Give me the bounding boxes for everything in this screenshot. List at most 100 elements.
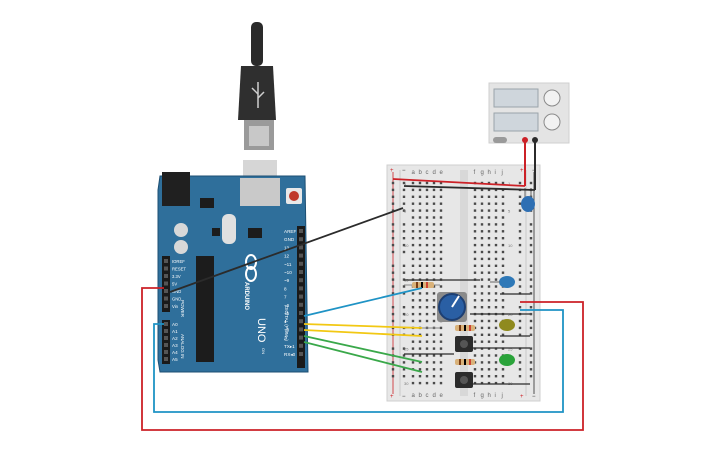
pushbutton-2[interactable] [455, 372, 473, 388]
wire-analog-blue[interactable] [153, 309, 564, 413]
wire-pin-green-1[interactable] [303, 335, 423, 363]
analog-pin[interactable] [164, 343, 168, 347]
digital-pin[interactable] [299, 278, 303, 283]
rail-plus-top: + [390, 168, 394, 174]
power-pin[interactable] [164, 289, 168, 293]
digital-pin-label: ~6 [284, 303, 290, 308]
atmega-chip [196, 256, 214, 362]
digital-pin-label: 13 [284, 245, 290, 250]
digital-pin[interactable] [299, 302, 303, 307]
usb-port [240, 178, 280, 206]
power-pin[interactable] [164, 281, 168, 286]
row-number: 1 [404, 181, 407, 186]
column-letter: a [412, 393, 416, 399]
rail-plus-top-right: + [520, 168, 524, 174]
digital-pin[interactable] [299, 319, 303, 324]
digital-pin[interactable] [299, 352, 303, 356]
resistor-3[interactable] [455, 359, 475, 365]
led-yellow[interactable] [499, 319, 515, 331]
arduino-model: UNO [255, 318, 267, 343]
usb-cable [238, 22, 277, 186]
digital-pin[interactable] [299, 294, 303, 299]
wire-pin-blue[interactable] [303, 287, 423, 317]
row-number: 10 [404, 243, 409, 248]
row-number: 5 [404, 209, 407, 214]
digital-pin-label: ~5 [284, 311, 290, 316]
wire-rail-black-top[interactable] [403, 185, 536, 191]
column-letter: i [495, 170, 496, 176]
analog-pin[interactable] [164, 329, 168, 333]
rail-minus-top: − [402, 168, 406, 174]
digital-pin[interactable] [299, 286, 303, 291]
arduino-logo [245, 254, 257, 282]
column-letter: d [433, 393, 436, 399]
power-pin-label: 5V [172, 282, 177, 287]
pushbutton-1[interactable] [455, 336, 473, 352]
digital-pin[interactable] [299, 311, 303, 315]
analog-pin[interactable] [164, 357, 168, 361]
power-pin[interactable] [164, 296, 168, 301]
power-switch[interactable] [493, 137, 507, 143]
wire-pin-green-2[interactable] [303, 341, 423, 373]
digital-pin[interactable] [299, 245, 303, 250]
wire-gnd-arduino[interactable] [169, 207, 404, 293]
digital-pin[interactable] [299, 343, 303, 348]
analog-pin[interactable] [164, 336, 168, 340]
column-letter: f [474, 170, 476, 176]
potentiometer[interactable] [437, 292, 467, 322]
digital-pin[interactable] [299, 237, 303, 242]
wire-rail-red-top[interactable] [392, 178, 526, 187]
digital-pin[interactable] [299, 270, 303, 274]
digital-label: DIGITAL (PWM~) [284, 306, 289, 341]
row-number: 25 [404, 347, 409, 352]
digital-pin[interactable] [299, 335, 303, 340]
digital-pin-label: AREF [284, 229, 296, 234]
digital-pin-label: 8 [284, 286, 287, 291]
led-green[interactable] [499, 354, 515, 366]
row-number: 20 [404, 312, 409, 317]
analog-pin-label: A3 [172, 343, 178, 348]
power-pin[interactable] [164, 259, 168, 263]
wire-pin-yellow-2[interactable] [303, 329, 423, 337]
column-letter: b [419, 170, 423, 176]
arduino-brand: ARDUINO [243, 282, 249, 310]
digital-pin-label: 2 [284, 336, 287, 341]
power-pin[interactable] [164, 274, 168, 278]
digital-pin[interactable] [299, 253, 303, 258]
arduino-board[interactable]: ARDUINO UNO DIGITAL (PWM~) POWER ANALOG … [157, 172, 309, 373]
wire-5v-red[interactable] [141, 287, 584, 431]
rail-plus-bottom: + [390, 394, 394, 400]
digital-pin[interactable] [299, 229, 303, 233]
digital-pin-label: TX▸1 [284, 344, 295, 349]
led-blue[interactable] [490, 276, 515, 288]
center-channel [460, 170, 468, 396]
power-label: POWER [180, 300, 185, 318]
resistor-1[interactable] [404, 282, 440, 288]
column-letter: c [426, 393, 429, 399]
digital-pin[interactable] [299, 327, 303, 332]
capacitor-2 [174, 240, 188, 254]
analog-pin[interactable] [164, 322, 168, 326]
components [404, 188, 535, 388]
column-letter: j [501, 393, 503, 399]
power-pin[interactable] [164, 266, 168, 271]
voltage-knob[interactable] [543, 89, 561, 107]
rail-minus-bottom-right: − [532, 394, 536, 400]
digital-pin[interactable] [299, 261, 303, 266]
analog-pin[interactable] [164, 350, 168, 354]
column-letter: f [474, 393, 476, 399]
crystal [222, 214, 236, 244]
column-letter: g [481, 393, 484, 399]
rail-plus-bottom-right: + [520, 394, 524, 400]
power-pin-label: IOREF [172, 259, 185, 264]
power-supply[interactable] [488, 82, 570, 144]
wire-pin-yellow-1[interactable] [303, 323, 423, 329]
power-pin[interactable] [164, 304, 168, 308]
power-jack [162, 172, 190, 206]
current-knob[interactable] [543, 113, 561, 131]
wires[interactable] [141, 140, 584, 431]
